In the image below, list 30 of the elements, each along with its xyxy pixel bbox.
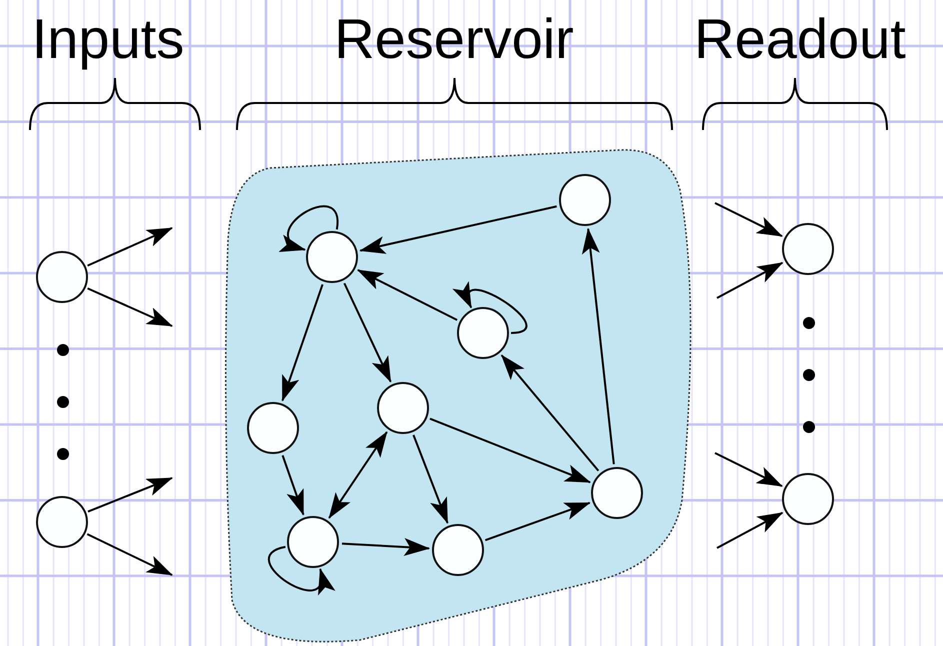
arrow	[357, 269, 458, 321]
arrow	[716, 262, 784, 299]
arrow	[328, 431, 388, 519]
arrow	[88, 477, 173, 513]
arrow	[278, 206, 338, 251]
arrow	[86, 533, 173, 576]
arrow	[342, 538, 430, 556]
arrow	[268, 546, 332, 595]
section-heading: Inputs	[32, 8, 184, 70]
arrow	[484, 502, 591, 542]
arrow	[714, 452, 783, 488]
arrow	[282, 455, 304, 516]
neuron-circle	[36, 496, 88, 548]
arrow	[455, 281, 528, 334]
arrow	[412, 434, 448, 524]
arrow	[343, 282, 392, 383]
neuron-circle	[782, 473, 834, 525]
arrow	[582, 228, 615, 464]
arrow	[714, 202, 783, 238]
section-heading: Readout	[694, 8, 906, 70]
arrow	[430, 418, 591, 484]
arrow	[716, 512, 784, 549]
section-heading: Reservoir	[334, 8, 574, 70]
arrow	[359, 205, 557, 254]
arrow	[282, 284, 324, 402]
arrow	[87, 287, 173, 327]
arrow	[500, 354, 600, 472]
neuron-circle	[782, 223, 834, 275]
arrow	[87, 227, 173, 267]
neuron-circle	[36, 251, 88, 303]
